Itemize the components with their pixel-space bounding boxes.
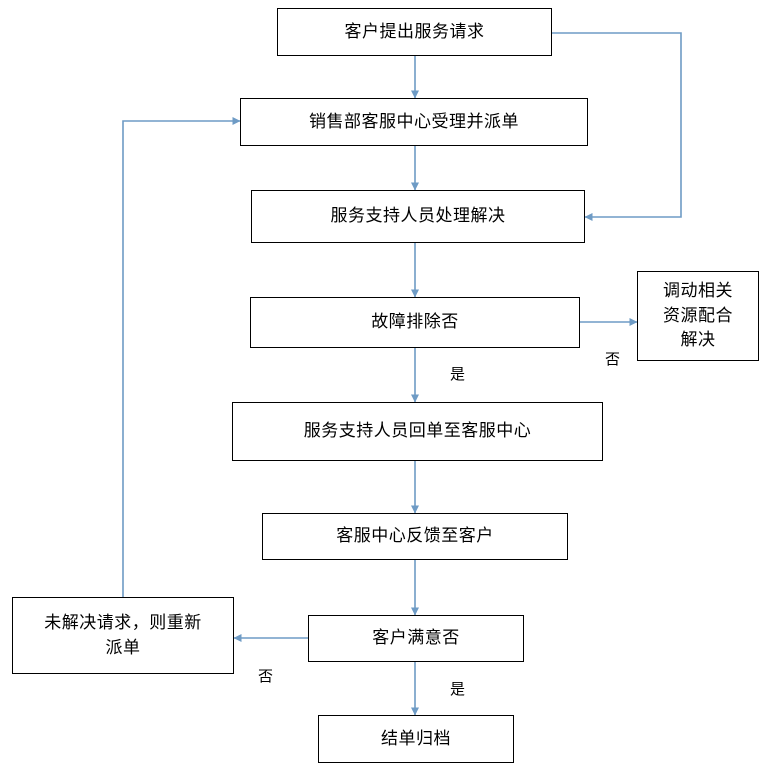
node-label: 结单归档 bbox=[381, 728, 451, 749]
node-fault-cleared-decision: 故障排除否 bbox=[250, 297, 580, 348]
node-mobilize-resources: 调动相关 资源配合 解决 bbox=[637, 271, 759, 361]
node-service-center-feedback: 客服中心反馈至客户 bbox=[262, 513, 568, 560]
node-label: 销售部客服中心受理并派单 bbox=[309, 111, 519, 132]
node-label: 客户提出服务请求 bbox=[344, 21, 485, 42]
node-label: 服务支持人员回单至客服中心 bbox=[303, 421, 532, 442]
edge-label-fault-yes: 是 bbox=[450, 363, 465, 384]
edge-label-text: 否 bbox=[605, 350, 621, 368]
node-label: 未解决请求，则重新 派单 bbox=[44, 612, 202, 658]
node-label: 服务支持人员处理解决 bbox=[330, 206, 506, 227]
node-label: 故障排除否 bbox=[371, 312, 459, 333]
node-label: 调动相关 资源配合 解决 bbox=[663, 281, 733, 351]
node-label: 客服中心反馈至客户 bbox=[336, 526, 494, 547]
edge-label-satisfied-no: 否 bbox=[258, 665, 273, 686]
edge-label-text: 是 bbox=[450, 365, 466, 383]
edge-label-fault-no: 否 bbox=[605, 348, 620, 369]
node-customer-request: 客户提出服务请求 bbox=[277, 8, 552, 56]
node-unresolved-redispatch: 未解决请求，则重新 派单 bbox=[12, 597, 234, 674]
edge-label-text: 否 bbox=[258, 667, 274, 685]
edge-label-satisfied-yes: 是 bbox=[450, 678, 465, 699]
node-sales-service-center-dispatch: 销售部客服中心受理并派单 bbox=[240, 98, 588, 146]
node-support-staff-handle: 服务支持人员处理解决 bbox=[251, 190, 585, 243]
node-label: 客户满意否 bbox=[372, 628, 460, 649]
edge-label-text: 是 bbox=[450, 680, 466, 698]
node-close-and-archive: 结单归档 bbox=[318, 715, 514, 763]
node-support-staff-return-order: 服务支持人员回单至客服中心 bbox=[232, 402, 603, 461]
node-customer-satisfied-decision: 客户满意否 bbox=[308, 615, 524, 662]
